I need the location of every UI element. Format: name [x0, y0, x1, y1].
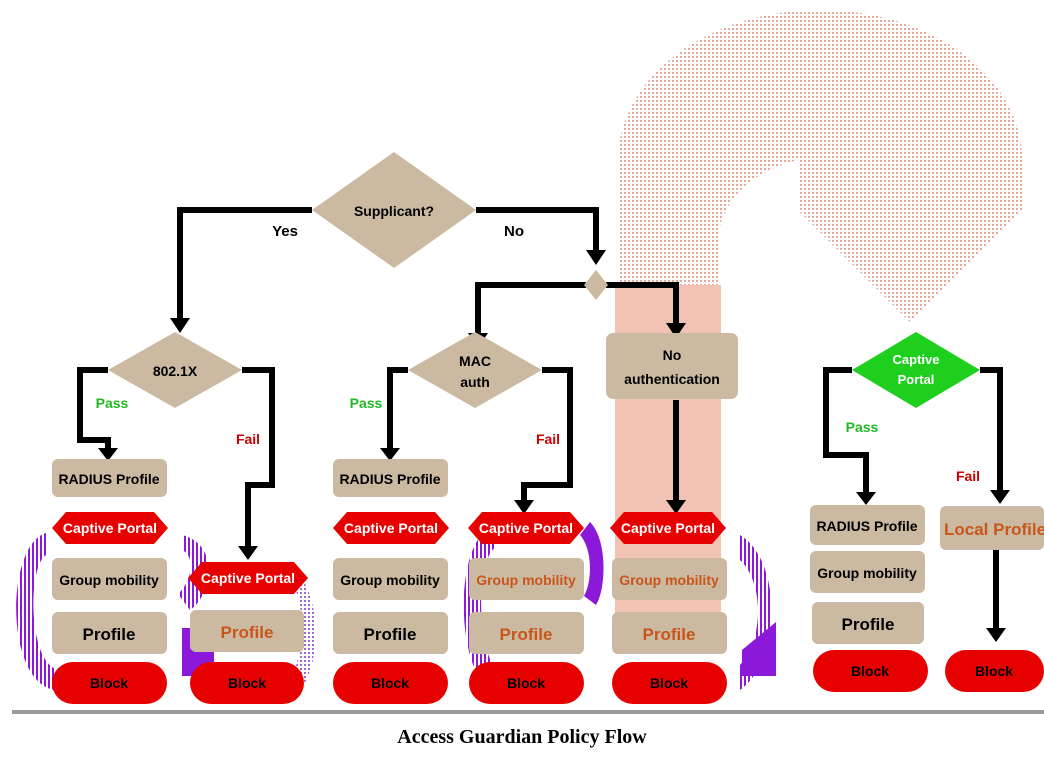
captive-portal-label: Captive Portal — [63, 520, 157, 536]
profile-label: Profile — [500, 625, 553, 644]
radius-profile-box — [810, 505, 925, 545]
profile-box — [52, 612, 167, 654]
block-label: Block — [975, 663, 1013, 679]
decision-802-1x: 802.1X — [108, 332, 242, 408]
profile-box — [190, 610, 304, 652]
captive-portal-label: Captive Portal — [344, 520, 438, 536]
edge-label-fail: Fail — [956, 468, 980, 484]
block-pill — [52, 662, 167, 704]
captive-portal-hexagon — [610, 512, 726, 544]
figure-caption: Access Guardian Policy Flow — [397, 726, 647, 748]
edge-label-yes: Yes — [272, 223, 298, 240]
radius-profile-label: RADIUS Profile — [339, 471, 440, 487]
group-mobility-box — [469, 558, 584, 600]
local-profile-label: Local Profile — [944, 520, 1044, 539]
group-mobility-label: Group mobility — [340, 572, 440, 588]
edge-label-pass: Pass — [846, 419, 879, 435]
block-pill — [469, 662, 584, 704]
profile-box — [612, 612, 727, 654]
group-mobility-box — [52, 558, 167, 600]
block-label: Block — [650, 675, 688, 691]
block-label: Block — [371, 675, 409, 691]
block-pill — [945, 650, 1044, 692]
group-mobility-box — [810, 551, 925, 593]
radius-profile-box — [52, 459, 167, 497]
no-authentication-box: No authentication — [606, 333, 738, 399]
profile-label: Profile — [83, 625, 136, 644]
group-mobility-label: Group mobility — [59, 572, 159, 588]
profile-box — [333, 612, 448, 654]
group-mobility-label: Group mobility — [619, 572, 719, 588]
decision-mac-auth: MAC auth — [408, 332, 542, 408]
edge-label-no: No — [504, 223, 524, 240]
no-authentication-line2: authentication — [624, 371, 720, 387]
block-pill — [813, 650, 928, 692]
captive-portal-label: Captive Portal — [479, 520, 573, 536]
group-mobility-label: Group mobility — [476, 572, 576, 588]
captive-portal-hexagon — [188, 562, 308, 594]
column-dot1x-pass: RADIUS Profile Captive Portal Group mobi… — [52, 459, 168, 704]
captive-portal-label: Captive Portal — [621, 520, 715, 536]
profile-box — [469, 612, 584, 654]
profile-label: Profile — [364, 625, 417, 644]
column-no-auth: Captive Portal Group mobility Profile Bl… — [610, 512, 727, 704]
profile-label: Profile — [643, 625, 696, 644]
captive-portal-hexagon — [468, 512, 584, 544]
radius-profile-label: RADIUS Profile — [816, 518, 917, 534]
edge-label-fail: Fail — [536, 431, 560, 447]
block-pill — [190, 662, 304, 704]
group-mobility-label: Group mobility — [817, 565, 917, 581]
group-mobility-box — [333, 558, 448, 600]
profile-label: Profile — [221, 623, 274, 642]
captive-portal-label: Captive Portal — [201, 570, 295, 586]
loop-back-arrow — [618, 10, 1022, 322]
profile-box — [812, 602, 924, 644]
captive-portal-hexagon — [52, 512, 168, 544]
decision-junction — [584, 270, 608, 300]
edge-label-fail: Fail — [236, 431, 260, 447]
edge-label-pass: Pass — [350, 395, 383, 411]
decision-captive-portal: Captive Portal — [852, 332, 980, 408]
decision-supplicant: Supplicant? — [312, 152, 476, 268]
caption-divider — [12, 710, 1044, 714]
group-mobility-box — [612, 558, 727, 600]
decision-mac-auth-line2: auth — [460, 374, 490, 390]
block-label: Block — [228, 675, 266, 691]
connector-lines — [77, 207, 1003, 630]
decision-captive-portal-line2: Portal — [898, 372, 935, 387]
radius-profile-label: RADIUS Profile — [58, 471, 159, 487]
radius-profile-box — [333, 459, 448, 497]
decision-802-1x-label: 802.1X — [153, 363, 198, 379]
block-pill — [612, 662, 727, 704]
block-label: Block — [90, 675, 128, 691]
column-dot1x-fail: Captive Portal Profile Block — [188, 562, 308, 704]
profile-label: Profile — [842, 615, 895, 634]
no-authentication-line1: No — [663, 347, 682, 363]
decision-supplicant-label: Supplicant? — [354, 203, 434, 219]
captive-portal-hexagon — [333, 512, 449, 544]
column-mac-pass: RADIUS Profile Captive Portal Group mobi… — [333, 459, 449, 704]
column-captive-fail: Local Profile Block — [940, 506, 1044, 692]
edge-label-pass: Pass — [96, 395, 129, 411]
local-profile-box — [940, 506, 1044, 550]
column-mac-fail: Captive Portal Group mobility Profile Bl… — [468, 512, 584, 704]
decision-captive-portal-line1: Captive — [893, 352, 940, 367]
column-captive-pass: RADIUS Profile Group mobility Profile Bl… — [810, 505, 928, 692]
block-label: Block — [851, 663, 889, 679]
block-label: Block — [507, 675, 545, 691]
block-pill — [333, 662, 448, 704]
decision-mac-auth-line1: MAC — [459, 353, 491, 369]
